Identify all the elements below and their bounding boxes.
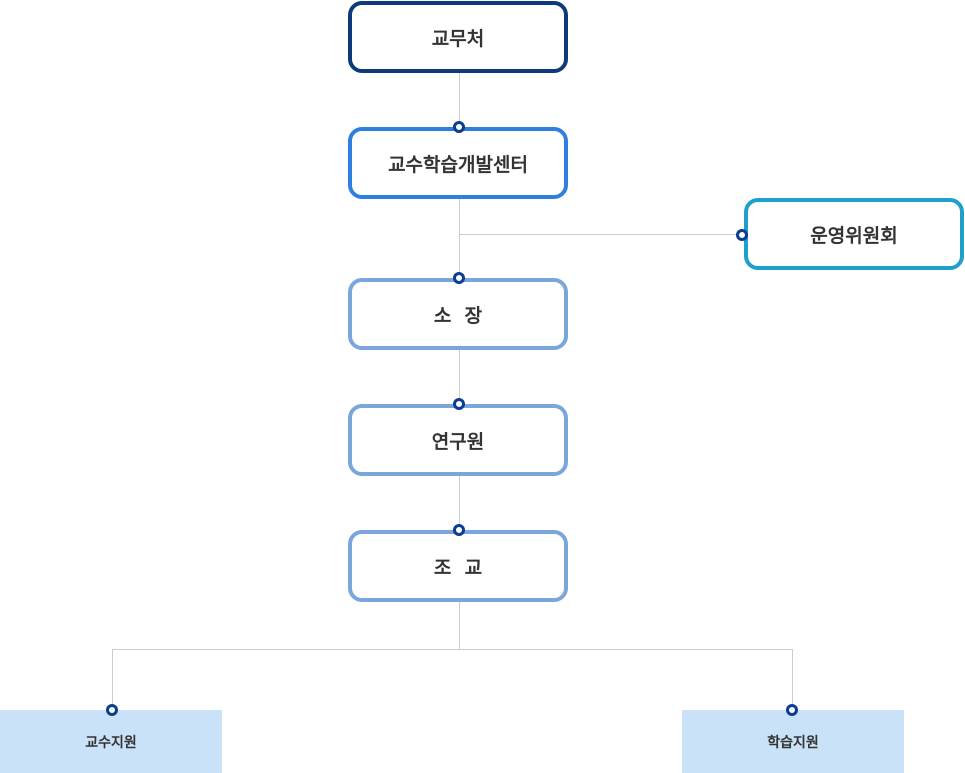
node-center-label: 교수학습개발센터 bbox=[388, 153, 528, 176]
connector-dot-director bbox=[453, 272, 465, 284]
connector-committee bbox=[459, 234, 742, 235]
connector-branch-left bbox=[112, 649, 113, 710]
connector-dot-center bbox=[453, 121, 465, 133]
connector-dot-assistant bbox=[453, 524, 465, 536]
node-committee-label: 운영위원회 bbox=[810, 224, 898, 247]
connector-director-researcher bbox=[459, 350, 460, 404]
connector-branch-horizontal bbox=[112, 649, 793, 650]
node-assistant: 조 교 bbox=[348, 530, 568, 602]
node-committee: 운영위원회 bbox=[744, 198, 964, 270]
node-assistant-label: 조 교 bbox=[433, 556, 483, 579]
node-top: 교무처 bbox=[348, 1, 568, 73]
node-top-label: 교무처 bbox=[431, 27, 485, 50]
node-director: 소 장 bbox=[348, 278, 568, 350]
node-researcher-label: 연구원 bbox=[431, 430, 485, 453]
connector-assistant-branch bbox=[459, 602, 460, 650]
connector-dot-left bbox=[106, 704, 118, 716]
leaf-left: 교수지원 bbox=[0, 710, 222, 773]
leaf-left-label: 교수지원 bbox=[85, 734, 137, 751]
node-center: 교수학습개발센터 bbox=[348, 127, 568, 199]
leaf-right: 학습지원 bbox=[682, 710, 904, 773]
connector-branch-right bbox=[792, 649, 793, 710]
connector-dot-committee bbox=[736, 229, 748, 241]
connector-researcher-assistant bbox=[459, 476, 460, 530]
leaf-right-label: 학습지원 bbox=[767, 734, 819, 751]
connector-dot-researcher bbox=[453, 398, 465, 410]
connector-dot-right bbox=[786, 704, 798, 716]
connector-center-director bbox=[459, 199, 460, 278]
node-researcher: 연구원 bbox=[348, 404, 568, 476]
node-director-label: 소 장 bbox=[433, 304, 483, 327]
connector-top-center bbox=[459, 73, 460, 127]
